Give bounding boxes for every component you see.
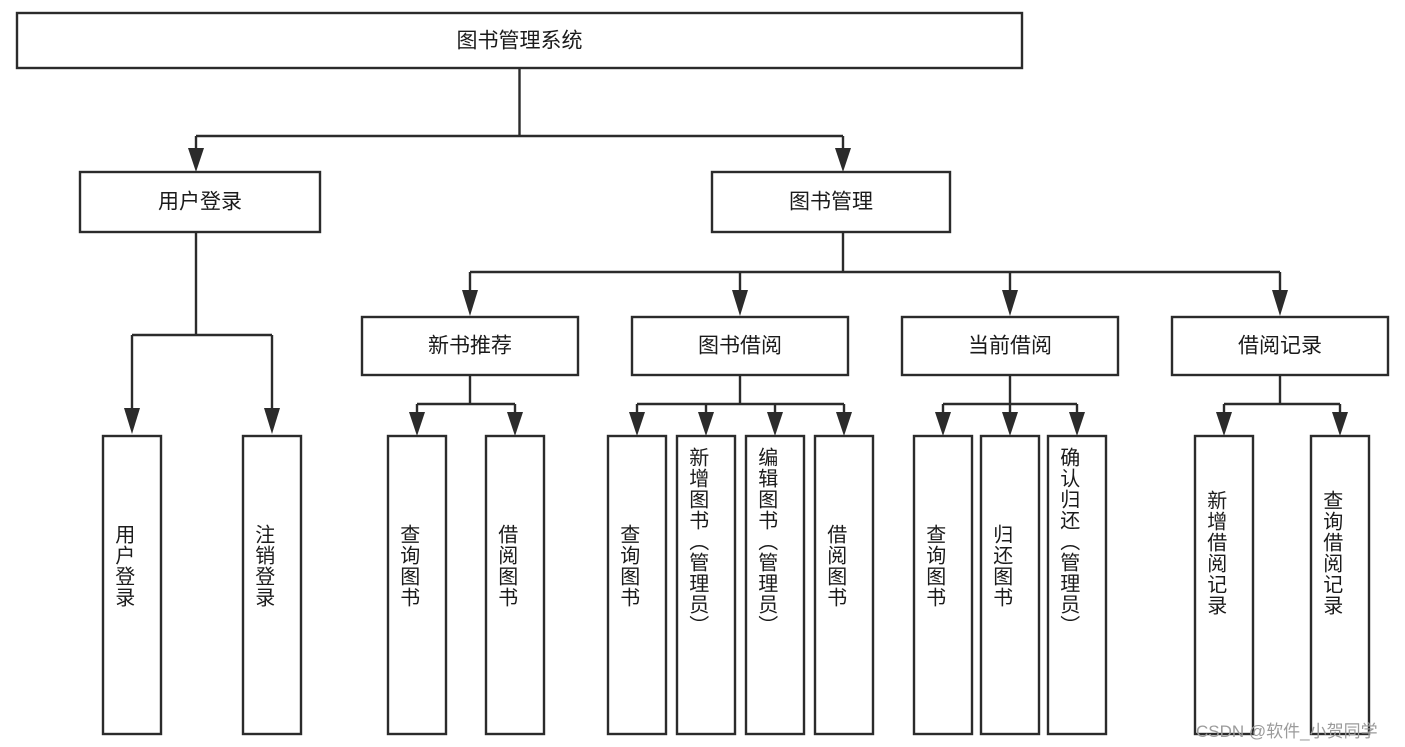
arrow-head-icon xyxy=(698,412,714,436)
node-user-login[interactable] xyxy=(78,170,322,234)
node-leaf-query-book-2[interactable] xyxy=(606,434,668,736)
connector-root-to-level2 xyxy=(188,68,851,172)
arrow-head-icon xyxy=(264,408,280,434)
node-leaf-borrow-book-1[interactable] xyxy=(484,434,546,736)
node-leaf-return-book[interactable] xyxy=(979,434,1041,736)
node-leaf-query-book-1[interactable] xyxy=(386,434,448,736)
connector-borrow-record-to-leaves xyxy=(1216,375,1348,436)
arrow-head-icon xyxy=(767,412,783,436)
node-book-manage[interactable] xyxy=(710,170,952,234)
arrow-head-icon xyxy=(1069,412,1085,436)
node-leaf-add-book[interactable] xyxy=(675,434,737,736)
node-current-borrow-label: 当前借阅 xyxy=(968,335,1052,358)
node-borrow-record[interactable] xyxy=(1170,315,1390,377)
arrow-head-icon xyxy=(1002,290,1018,316)
watermark-text: CSDN @软件_小贺同学 xyxy=(1196,722,1378,741)
arrow-head-icon xyxy=(507,412,523,436)
node-new-book-recommend-label: 新书推荐 xyxy=(428,335,512,358)
arrow-head-icon xyxy=(1216,412,1232,436)
node-book-manage-label: 图书管理 xyxy=(789,191,873,214)
node-leaf-query-record[interactable] xyxy=(1309,434,1371,736)
node-leaf-add-record[interactable] xyxy=(1193,434,1255,736)
arrow-head-icon xyxy=(462,290,478,316)
node-new-book-recommend[interactable] xyxy=(360,315,580,377)
node-book-borrow-label: 图书借阅 xyxy=(698,335,782,358)
node-leaf-user-login[interactable] xyxy=(101,434,163,736)
connector-book-manage-to-level3 xyxy=(462,232,1288,316)
node-root[interactable] xyxy=(15,11,1024,70)
arrow-head-icon xyxy=(935,412,951,436)
connector-new-book-to-leaves xyxy=(409,375,523,436)
arrow-head-icon xyxy=(1332,412,1348,436)
node-borrow-record-label: 借阅记录 xyxy=(1238,335,1322,358)
node-leaf-query-book-3[interactable] xyxy=(912,434,974,736)
node-leaf-borrow-book-2[interactable] xyxy=(813,434,875,736)
connector-book-borrow-to-leaves xyxy=(629,375,852,436)
arrow-head-icon xyxy=(1002,412,1018,436)
node-book-borrow[interactable] xyxy=(630,315,850,377)
node-current-borrow[interactable] xyxy=(900,315,1120,377)
node-root-label: 图书管理系统 xyxy=(457,30,583,53)
node-leaf-logout-login[interactable] xyxy=(241,434,303,736)
arrow-head-icon xyxy=(409,412,425,436)
connector-current-borrow-to-leaves xyxy=(935,375,1085,436)
arrow-head-icon xyxy=(836,412,852,436)
arrow-head-icon xyxy=(732,290,748,316)
arrow-head-icon xyxy=(629,412,645,436)
arrow-head-icon xyxy=(124,408,140,434)
arrow-head-icon xyxy=(1272,290,1288,316)
node-leaf-edit-book[interactable] xyxy=(744,434,806,736)
node-leaf-confirm-return[interactable] xyxy=(1046,434,1108,736)
node-user-login-label: 用户登录 xyxy=(158,191,242,214)
connector-user-login-to-leaves xyxy=(124,232,280,434)
arrow-head-icon xyxy=(188,148,204,172)
arrow-head-icon xyxy=(835,148,851,172)
